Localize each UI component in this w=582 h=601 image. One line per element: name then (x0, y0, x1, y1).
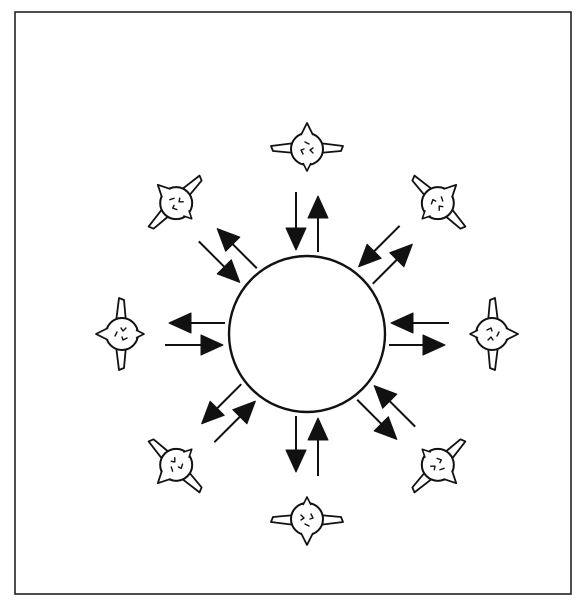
person-topdown-icon (271, 497, 343, 545)
arrow-outward (373, 244, 413, 284)
arrow-outward (217, 229, 257, 269)
person-topdown-icon (271, 123, 343, 171)
arrow-outward (202, 384, 242, 424)
arrow-inward (199, 241, 240, 282)
arrow-outward (357, 400, 397, 440)
person-topdown-icon (470, 298, 518, 370)
arrow-inward (165, 335, 223, 355)
arrow-inward (286, 192, 306, 250)
person-topdown-icon (397, 159, 482, 244)
arrow-outward (308, 196, 328, 252)
person-topdown-icon (96, 298, 144, 370)
arrow-inward (308, 418, 328, 476)
person-topdown-icon (132, 159, 217, 244)
arrow-inward (359, 226, 400, 267)
arrow-outward (169, 313, 225, 333)
arrow-inward (374, 386, 415, 427)
person-topdown-icon (397, 424, 482, 509)
central-circle (229, 256, 385, 412)
person-topdown-icon (132, 424, 217, 509)
arrow-inward (391, 313, 449, 333)
arrow-inward (214, 401, 255, 442)
arrow-outward (389, 335, 445, 355)
arrow-outward (286, 416, 306, 472)
